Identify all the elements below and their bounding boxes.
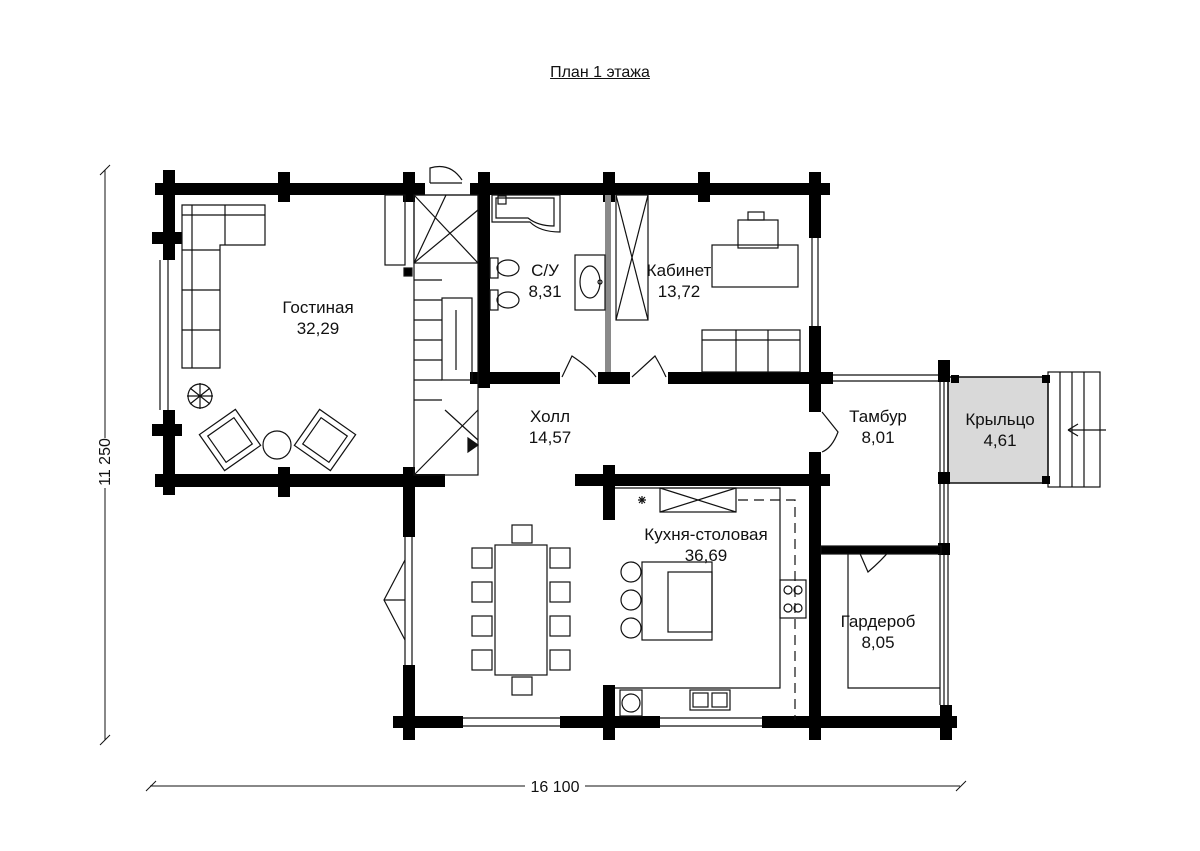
room-name-wardrobe: Гардероб [841,612,916,631]
walls [152,170,957,740]
room-name-office: Кабинет [647,261,712,280]
room-labels: Гостиная 32,29 С/У 8,31 Кабинет 13,72 Хо… [282,261,1034,652]
room-area-porch: 4,61 [983,431,1016,450]
room-area-office: 13,72 [658,282,701,301]
porch-area [947,376,1049,484]
kitchen-furniture [471,487,807,720]
room-area-kitchen: 36,69 [685,546,728,565]
plan-title-wrap: План 1 этажа [0,64,1200,82]
dimension-depth: 11 250 [97,438,114,486]
room-area-hall: 14,57 [529,428,572,447]
dimension-width: 16 100 [531,779,580,796]
room-name-wc: С/У [531,261,559,280]
room-name-living: Гостиная [282,298,353,317]
room-name-kitchen: Кухня-столовая [644,525,767,544]
room-area-wc: 8,31 [528,282,561,301]
room-name-porch: Крыльцо [965,410,1034,429]
room-area-vestibule: 8,01 [861,428,894,447]
staircase [384,194,480,476]
room-area-living: 32,29 [297,319,340,338]
wardrobe-partition [820,545,942,689]
wc-office-partition [605,195,611,372]
windows [159,238,949,727]
office-furniture [615,194,801,373]
porch-steps [1047,371,1106,488]
room-area-wardrobe: 8,05 [861,633,894,652]
living-furniture [181,204,357,472]
plan-title: План 1 этажа [550,64,650,81]
room-name-vestibule: Тамбур [849,407,907,426]
porch-posts [951,375,1050,484]
wc-furniture [489,194,606,311]
room-name-hall: Холл [530,407,570,426]
